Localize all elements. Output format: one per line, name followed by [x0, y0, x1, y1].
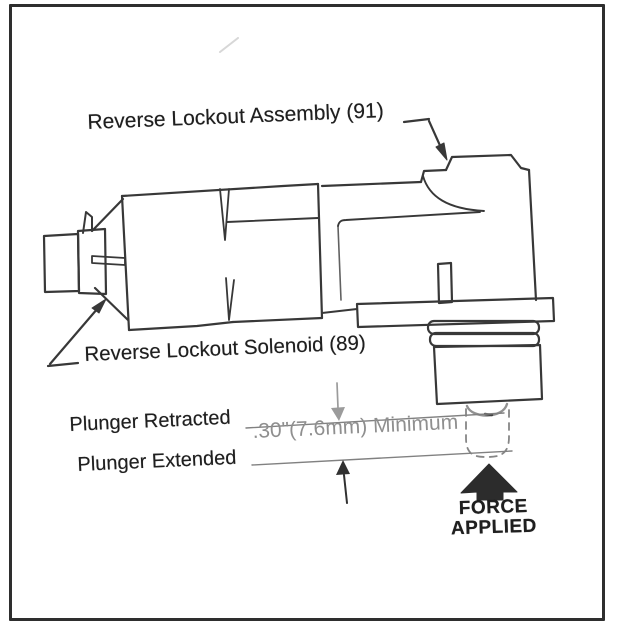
hex-chamfer-bottom — [225, 277, 235, 321]
solenoid-leader-arrow-icon — [46, 298, 107, 368]
solenoid-case — [321, 153, 538, 314]
assembly-leader-arrow-icon — [402, 117, 448, 161]
force-applied-label: FORCE APPLIED — [442, 496, 545, 539]
extended-reference-line — [251, 450, 513, 466]
mounting-flange — [355, 261, 556, 329]
case-corner-seam — [422, 175, 485, 212]
gap-up-arrow-icon — [336, 460, 350, 504]
locating-pin — [436, 261, 454, 305]
connector-prong — [91, 255, 126, 266]
hex-right-edge — [316, 182, 324, 320]
force-applied-arrow-icon — [460, 463, 518, 501]
figure-border-frame — [9, 4, 605, 621]
retracted-reference-line — [245, 412, 505, 429]
case-top-bump — [444, 153, 531, 172]
force-applied-line2: APPLIED — [450, 515, 538, 540]
scan-artifact-mark — [219, 37, 239, 53]
hex-chamfer-top — [219, 188, 230, 241]
solenoid-bell — [90, 197, 130, 322]
plunger-housing — [426, 319, 544, 406]
gap-down-arrow-icon — [331, 382, 345, 421]
case-seam-line — [337, 211, 481, 227]
connector-block — [42, 211, 126, 296]
hex-facet-line — [226, 217, 319, 223]
solenoid-body — [120, 180, 423, 332]
